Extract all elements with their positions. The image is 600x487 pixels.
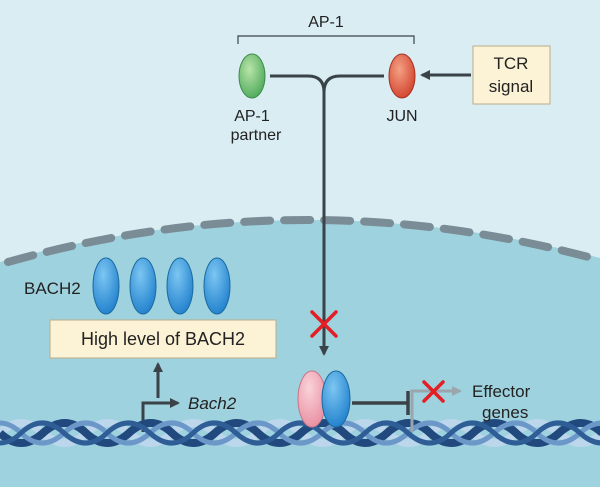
ap1-bracket [237, 35, 415, 44]
effector-label-line2: genes [482, 403, 528, 422]
jun-connector [322, 74, 384, 93]
ap1-partner-label-line1: AP-1 [234, 108, 270, 125]
high-level-label: High level of BACH2 [81, 329, 245, 349]
nuclear-envelope [4, 215, 596, 266]
effector-promoter-arrow [410, 386, 462, 432]
bach2-bound-protein [321, 370, 351, 428]
jun-protein [388, 53, 416, 99]
bach2-gene-label: Bach2 [188, 394, 237, 413]
bach2-protein [166, 257, 194, 315]
effector-block-x-icon [422, 380, 445, 403]
bach2-protein [129, 257, 157, 315]
bach2-protein [203, 257, 231, 315]
bach2-protein [92, 257, 120, 315]
tcr-signal-box [472, 45, 551, 105]
ap1-title: AP-1 [308, 14, 344, 31]
tcr-label-line2: signal [489, 77, 533, 96]
signal-block-x-icon [310, 310, 338, 338]
bach2-protein-label: BACH2 [24, 279, 81, 298]
high-level-box [49, 319, 277, 359]
ap1-partner-label-line2: partner [231, 127, 282, 144]
jun-label: JUN [386, 108, 417, 125]
dna-helix [0, 419, 600, 447]
ap1-partner-protein [238, 53, 266, 99]
effector-label-line1: Effector [472, 382, 531, 401]
tcr-label-line1: TCR [494, 54, 529, 73]
